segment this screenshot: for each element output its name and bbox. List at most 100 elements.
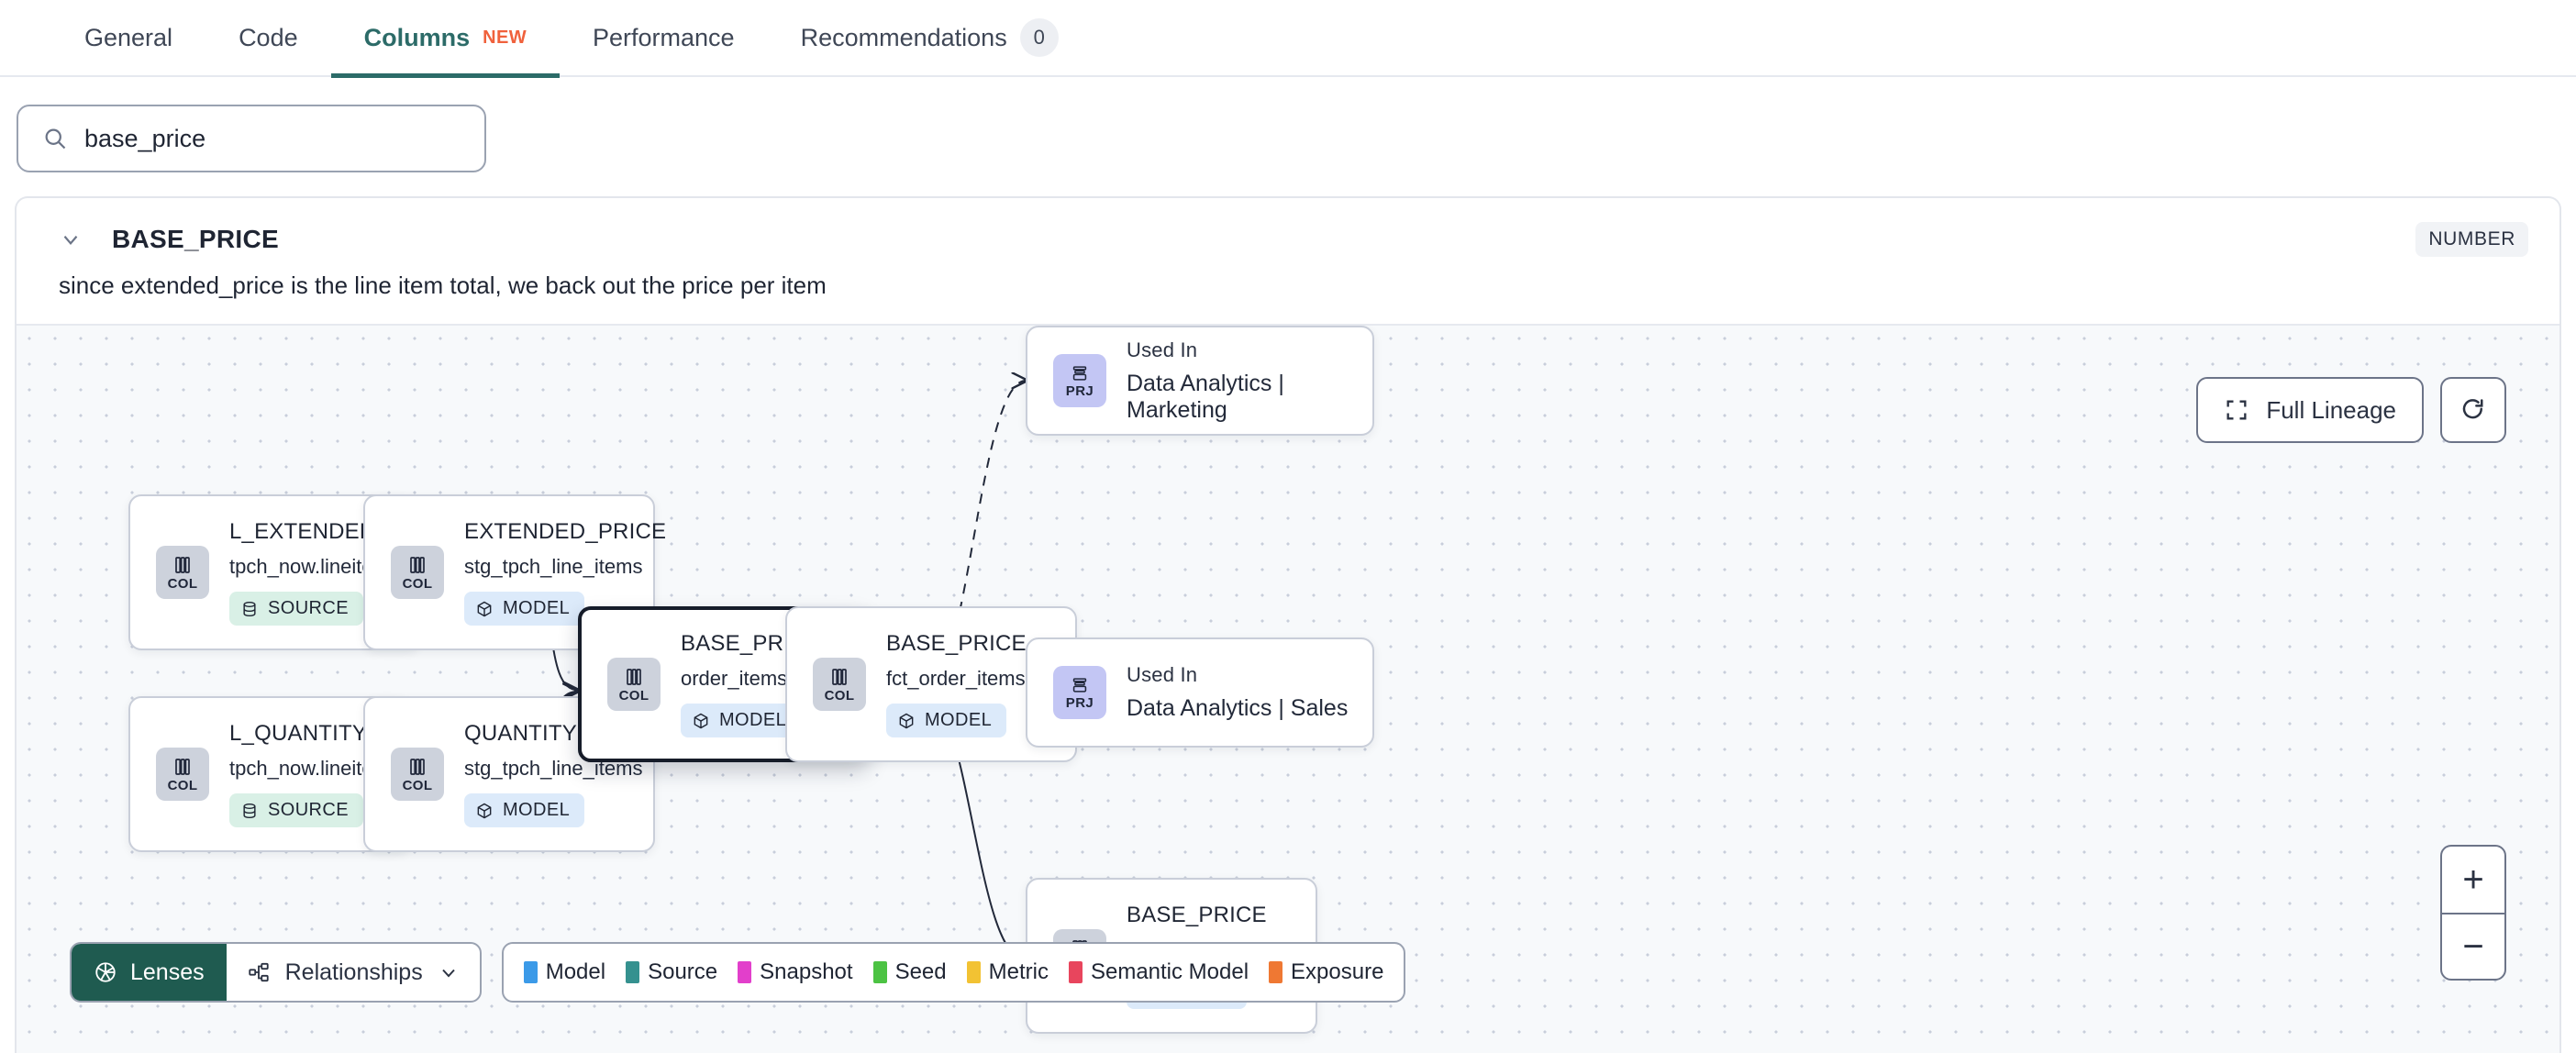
legend-label: Seed xyxy=(894,959,947,984)
lineage-node-project-sales[interactable]: PRJ Used In Data Analytics | Sales xyxy=(1026,637,1374,748)
search-box[interactable] xyxy=(17,105,486,172)
expand-corners-icon xyxy=(2224,397,2249,423)
node-body: EXTENDED_PRICE stg_tpch_line_items MODEL xyxy=(464,519,686,626)
node-subtitle: tpch_now.lineitem xyxy=(229,555,390,578)
legend-swatch xyxy=(1269,961,1283,983)
tile-label: COL xyxy=(618,688,650,704)
tile-label: COL xyxy=(824,688,855,704)
tile-label: PRJ xyxy=(1065,695,1094,711)
node-body: BASE_PRICE order_items MODEL xyxy=(681,631,841,737)
tile-label: COL xyxy=(402,576,433,592)
tab-columns[interactable]: Columns NEW xyxy=(330,0,561,78)
kind-label: MODEL xyxy=(503,800,571,820)
refresh-button[interactable] xyxy=(2440,377,2506,443)
refresh-icon xyxy=(2459,396,2487,424)
recommendations-count-badge: 0 xyxy=(1019,18,1059,57)
columns-icon xyxy=(410,557,425,573)
legend-item-metric: Metric xyxy=(966,959,1049,985)
tab-label: Performance xyxy=(593,23,735,51)
lineage-node-project-marketing[interactable]: PRJ Used In Data Analytics | Marketing xyxy=(1026,326,1374,436)
node-body: L_QUANTITY tpch_now.lineitem SOURCE xyxy=(229,721,410,827)
node-title: QUANTITY xyxy=(464,721,577,746)
kind-label: SOURCE xyxy=(268,598,349,618)
node-kind-badge: MODEL xyxy=(886,704,1007,737)
legend-item-model: Model xyxy=(523,959,606,985)
node-kind-badge: MODEL xyxy=(681,704,802,737)
node-title: L_QUANTITY xyxy=(229,721,368,746)
tab-performance[interactable]: Performance xyxy=(560,0,768,76)
column-card: BASE_PRICE NUMBER since extended_price i… xyxy=(15,196,2561,1053)
zoom-in-button[interactable]: + xyxy=(2462,859,2484,900)
kind-label: MODEL xyxy=(925,710,993,730)
lenses-label: Lenses xyxy=(130,959,205,985)
relationships-dropdown[interactable]: Relationships xyxy=(227,944,480,1001)
relationships-icon xyxy=(247,960,271,984)
legend-label: Model xyxy=(545,959,606,984)
tile-label: COL xyxy=(402,778,433,793)
legend-label: Snapshot xyxy=(760,959,853,984)
full-lineage-label: Full Lineage xyxy=(2266,395,2396,424)
legend-swatch xyxy=(738,961,752,983)
node-title: EXTENDED_PRICE xyxy=(464,519,667,544)
node-body: BASE_PRICE fct_order_items MODEL xyxy=(886,631,1047,737)
cube-icon xyxy=(477,803,492,818)
legend-item-seed: Seed xyxy=(872,959,947,985)
column-description: since extended_price is the line item to… xyxy=(59,272,827,299)
node-type-legend: Model Source Snapshot Seed Metric xyxy=(501,942,1406,1003)
tab-bar: General Code Columns NEW Performance Rec… xyxy=(0,0,2576,78)
zoom-controls: + − xyxy=(2440,845,2506,981)
legend-label: Exposure xyxy=(1291,959,1384,984)
cube-icon xyxy=(899,713,914,728)
node-kind-badge: SOURCE xyxy=(229,793,363,827)
col-type-tile: COL xyxy=(156,546,209,599)
columns-icon xyxy=(175,759,190,775)
search-input[interactable] xyxy=(84,124,461,153)
tile-label: PRJ xyxy=(1065,383,1094,399)
database-icon xyxy=(243,803,256,818)
legend-swatch xyxy=(966,961,981,983)
kind-label: MODEL xyxy=(503,598,571,618)
node-body: QUANTITY stg_tpch_line_items MODEL xyxy=(464,721,662,827)
col-type-tile: COL xyxy=(391,546,444,599)
database-icon xyxy=(243,601,256,616)
prj-type-tile: PRJ xyxy=(1053,354,1106,407)
search-area xyxy=(0,77,2576,196)
lineage-canvas[interactable]: COL L_EXTENDEDPRICE tpch_now.lineitem SO… xyxy=(17,324,2559,1053)
tab-general[interactable]: General xyxy=(51,0,205,76)
node-subtitle: Data Analytics | Marketing xyxy=(1127,370,1284,423)
node-kind-badge: SOURCE xyxy=(229,592,363,626)
lenses-button[interactable]: Lenses xyxy=(72,944,227,1001)
tab-new-badge: NEW xyxy=(483,27,527,48)
cube-icon xyxy=(477,601,492,616)
zoom-out-button[interactable]: − xyxy=(2442,913,2504,979)
column-header[interactable]: BASE_PRICE NUMBER xyxy=(17,198,2559,266)
legend-item-snapshot: Snapshot xyxy=(738,959,853,985)
kind-label: MODEL xyxy=(719,710,787,730)
tile-label: COL xyxy=(167,576,198,592)
tab-recommendations[interactable]: Recommendations 0 xyxy=(768,0,1092,76)
node-subtitle: fct_order_items xyxy=(886,667,1026,690)
column-type-badge: NUMBER xyxy=(2415,222,2528,257)
node-subtitle: Data Analytics | Sales xyxy=(1127,695,1349,721)
columns-icon xyxy=(832,669,847,685)
node-body: Used In Data Analytics | Sales xyxy=(1127,663,1368,722)
legend-label: Source xyxy=(648,959,718,984)
legend-item-source: Source xyxy=(626,959,717,985)
full-lineage-button[interactable]: Full Lineage xyxy=(2196,377,2424,443)
node-body: Used In Data Analytics | Marketing xyxy=(1127,338,1372,424)
tab-label: Recommendations xyxy=(800,23,1007,51)
columns-icon xyxy=(410,759,425,775)
relationships-label: Relationships xyxy=(284,959,423,985)
cube-icon xyxy=(694,713,708,728)
legend-item-exposure: Exposure xyxy=(1269,959,1383,985)
node-subtitle: order_items xyxy=(681,667,788,690)
legend-swatch xyxy=(1068,961,1083,983)
node-subtitle: tpch_now.lineitem xyxy=(229,757,390,780)
chevron-down-icon[interactable] xyxy=(59,227,83,251)
columns-icon xyxy=(175,557,190,573)
kind-label: SOURCE xyxy=(268,800,349,820)
col-type-tile: COL xyxy=(813,658,866,711)
tile-label: COL xyxy=(167,778,198,793)
tab-code[interactable]: Code xyxy=(205,0,331,76)
legend-swatch xyxy=(872,961,887,983)
